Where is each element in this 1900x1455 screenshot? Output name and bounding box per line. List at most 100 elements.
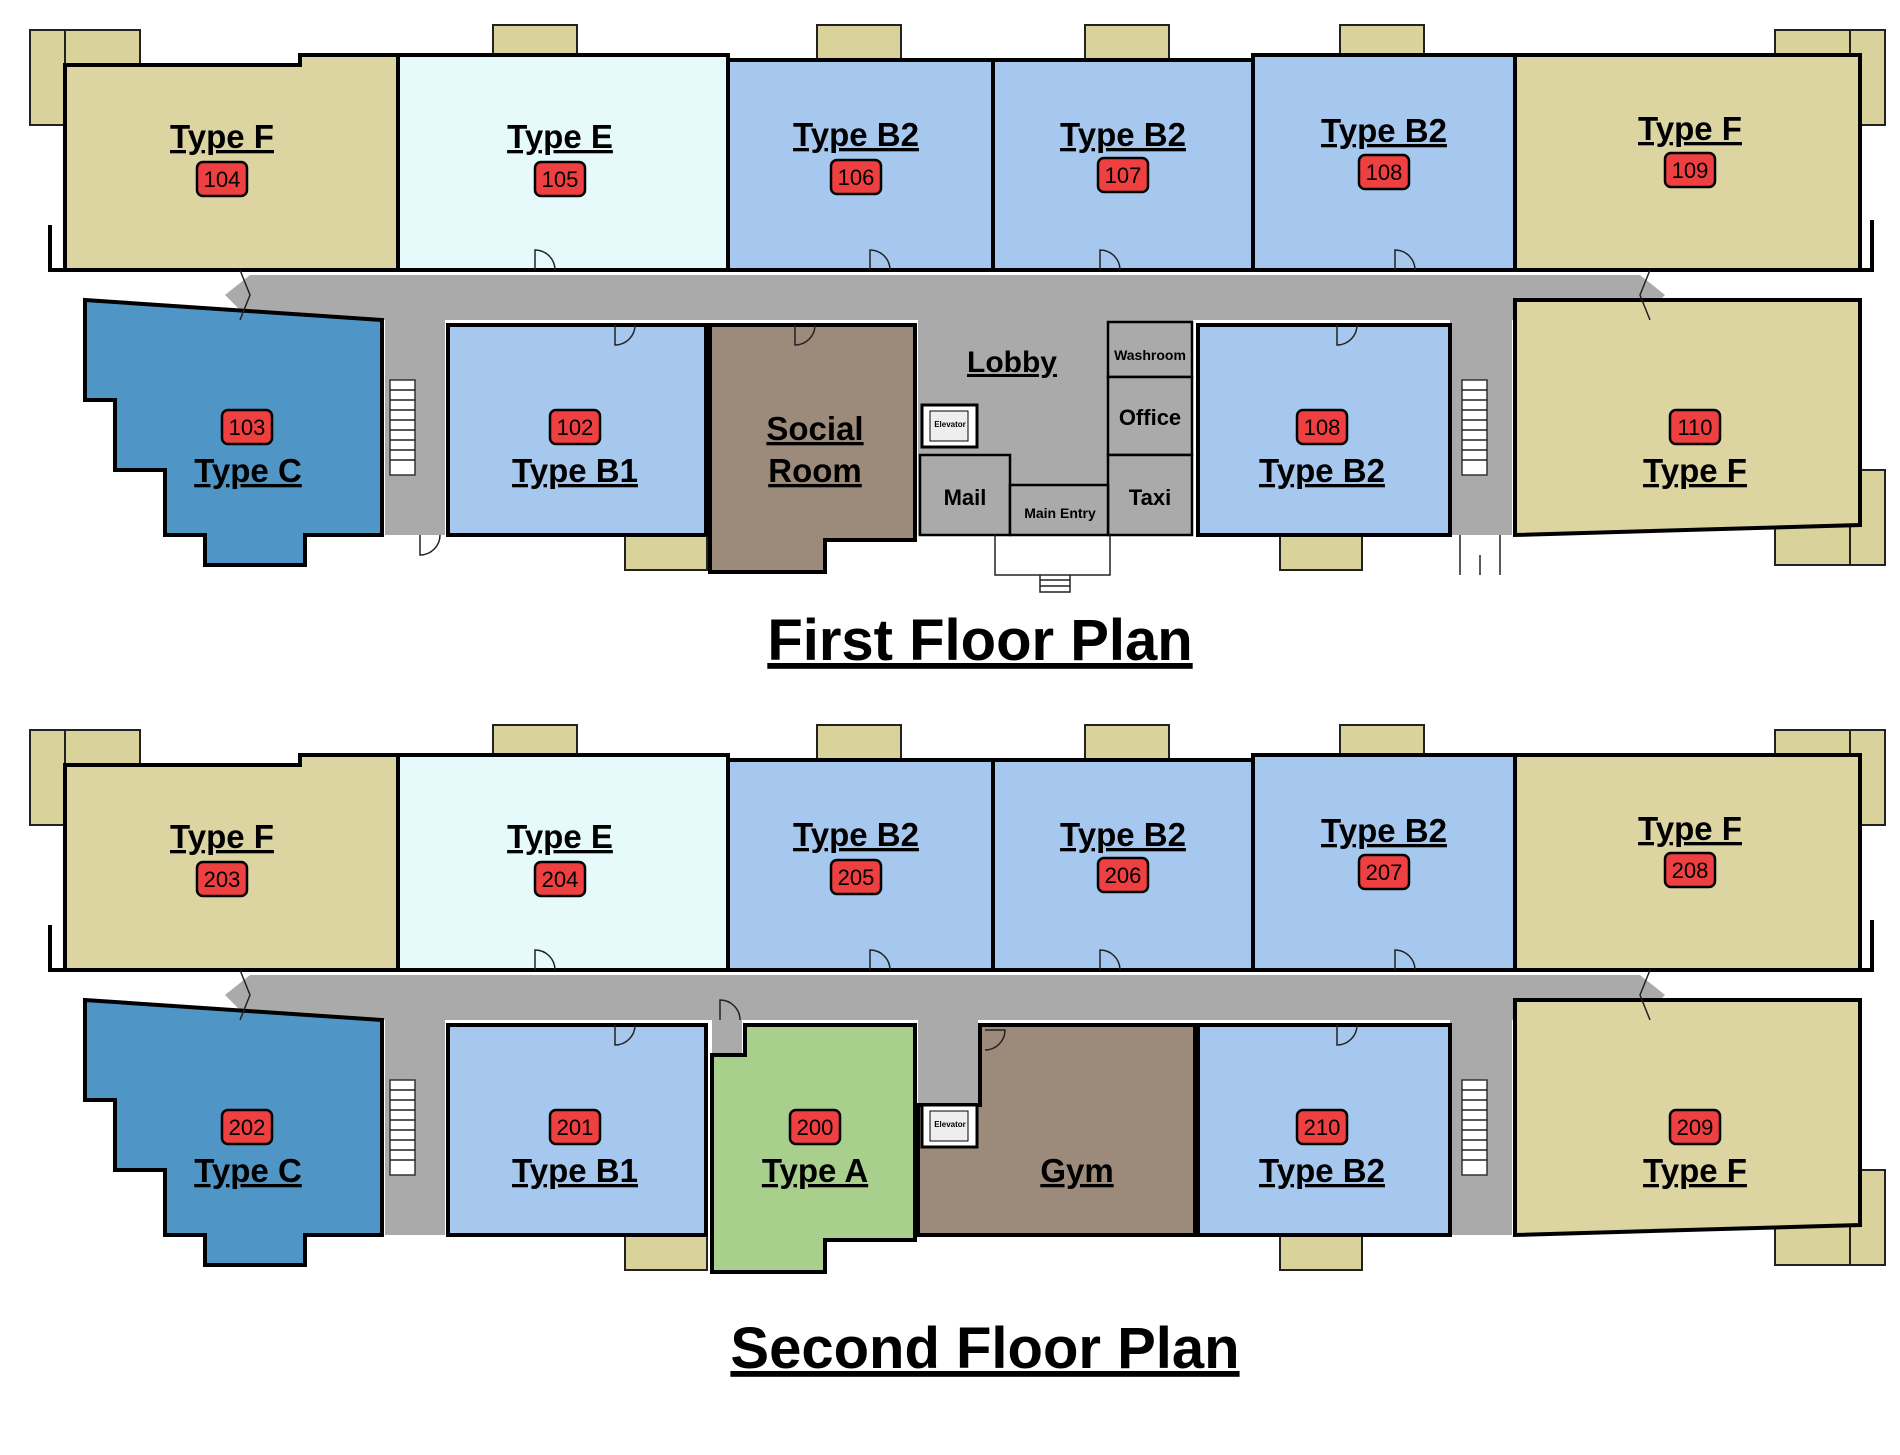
door <box>1394 949 1416 971</box>
balcony <box>29 729 66 826</box>
balcony <box>816 724 902 761</box>
stairs <box>389 1079 1488 1176</box>
unit-type-label: Type F <box>170 118 274 155</box>
balcony <box>29 29 66 126</box>
corridor <box>225 975 1665 1235</box>
unit-number: 108 <box>1304 415 1341 440</box>
unit-number-badge <box>829 158 883 196</box>
main-entry-label: Main Entry <box>1024 505 1096 521</box>
stairwell-right <box>1461 1079 1488 1176</box>
balcony <box>1084 724 1170 761</box>
taxi-label: Taxi <box>1129 485 1171 510</box>
unit-number: 106 <box>838 165 875 190</box>
unit-number-badge <box>1096 856 1150 894</box>
office-label: Office <box>1119 405 1181 430</box>
unit-number-badge <box>1295 408 1349 446</box>
unit-number: 110 <box>1677 415 1712 440</box>
door <box>419 534 441 556</box>
unit-type-label: Type E <box>507 118 613 155</box>
stair-treads <box>1462 1089 1487 1161</box>
social-room-label-line2: Room <box>768 452 862 489</box>
door-swings <box>239 949 1651 1051</box>
first-floor-plan: Type F 104 Type E 105 Type B2 106 Type B… <box>29 24 1886 673</box>
main-entry-vestibule <box>1008 483 1110 537</box>
first-floor-title: First Floor Plan <box>767 608 1192 673</box>
stairwell-left <box>389 1079 416 1176</box>
door <box>534 949 556 971</box>
door <box>1639 269 1651 321</box>
unit-number: 104 <box>204 167 241 192</box>
unit-type-label: Type F <box>170 818 274 855</box>
unit-number-badge <box>548 408 602 446</box>
unit-type-label: Type B2 <box>1259 1152 1385 1189</box>
unit-type-label: Type E <box>507 818 613 855</box>
unit-number: 206 <box>1105 863 1142 888</box>
unit-number: 102 <box>557 415 594 440</box>
mail-label: Mail <box>944 485 987 510</box>
unit-type-label: Type B2 <box>1321 812 1447 849</box>
door <box>239 969 251 1021</box>
elevator-cab <box>929 410 969 442</box>
entry-steps <box>1039 575 1071 593</box>
unit-number: 108 <box>1366 160 1403 185</box>
door <box>1639 969 1651 1021</box>
door <box>614 1024 636 1046</box>
mail-room <box>918 453 1012 537</box>
unit-number-badge <box>533 860 587 898</box>
unit-number-badge <box>1295 1108 1349 1146</box>
social-room <box>708 323 917 574</box>
entry-porch <box>994 535 1111 576</box>
unit-number: 103 <box>229 415 266 440</box>
unit-number: 203 <box>204 867 241 892</box>
elevator-cab <box>929 1110 969 1142</box>
unit-number-badge <box>220 1108 274 1146</box>
gym-label: Gym <box>1040 1152 1113 1189</box>
door <box>984 1029 1006 1051</box>
door <box>869 949 891 971</box>
unit-number-badge <box>829 858 883 896</box>
unit-type-label: Type B2 <box>1060 116 1186 153</box>
unit-number: 202 <box>229 1115 266 1140</box>
unit-number-badge <box>1668 408 1722 446</box>
stair-treads <box>390 1089 415 1161</box>
door <box>1336 1024 1358 1046</box>
exterior-wall <box>48 220 1874 272</box>
unit-number-badge <box>1357 853 1411 891</box>
unit-number: 107 <box>1105 163 1142 188</box>
elevator-label: Elevator <box>934 1120 966 1129</box>
door <box>614 324 636 346</box>
washroom-label: Washroom <box>1114 347 1186 363</box>
door <box>794 324 816 346</box>
unit-type-label: Type B2 <box>793 116 919 153</box>
unit-number-badge <box>1357 153 1411 191</box>
gym-room <box>916 1023 1197 1237</box>
unit-number-badge <box>1668 1108 1722 1146</box>
unit-number-badge <box>195 860 249 898</box>
social-room-label-line1: Social <box>766 410 863 447</box>
unit-number-badge <box>1096 156 1150 194</box>
exterior-wall <box>48 920 1874 972</box>
unit-number-badge <box>195 160 249 198</box>
unit-number-badge <box>548 1108 602 1146</box>
corridor <box>225 275 1665 535</box>
unit-type-label: Type F <box>1643 452 1747 489</box>
door <box>1394 249 1416 271</box>
unit-200-room <box>710 1023 917 1274</box>
unit-type-label: Type B2 <box>1321 112 1447 149</box>
balcony <box>816 24 902 61</box>
office-room <box>1106 375 1194 457</box>
door <box>1459 535 1501 575</box>
lobby-label: Lobby <box>967 346 1057 379</box>
unit-number: 209 <box>1677 1115 1714 1140</box>
stairs <box>389 379 1488 476</box>
unit-number: 208 <box>1672 858 1709 883</box>
unit-type-label: Type B2 <box>1259 452 1385 489</box>
unit-number: 105 <box>542 167 579 192</box>
door <box>869 249 891 271</box>
unit-number: 204 <box>542 867 579 892</box>
lobby-area <box>918 320 1194 593</box>
unit-type-label: Type B1 <box>512 452 638 489</box>
unit-number: 201 <box>557 1115 594 1140</box>
door <box>1336 324 1358 346</box>
